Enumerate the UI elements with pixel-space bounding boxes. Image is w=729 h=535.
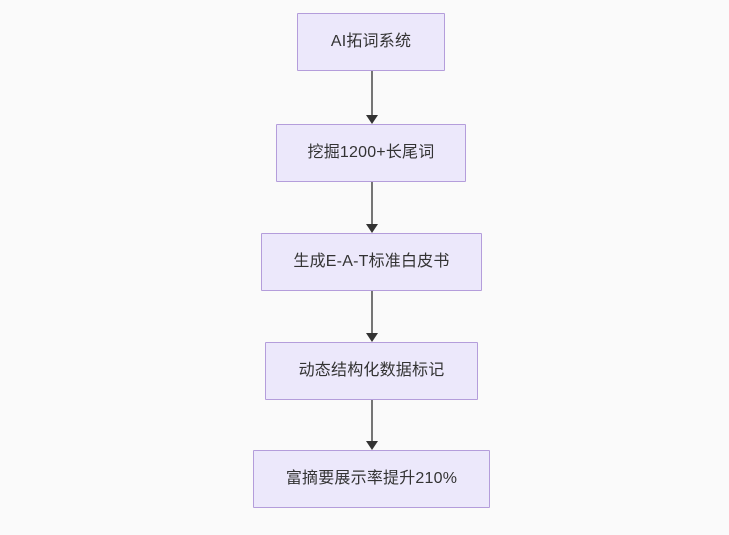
flow-node-label: 挖掘1200+长尾词	[307, 144, 435, 162]
arrowhead-down-icon	[366, 115, 378, 124]
arrowhead-down-icon	[366, 224, 378, 233]
flow-node-rich-snippet-uplift[interactable]: 富摘要展示率提升210%	[253, 450, 490, 508]
arrowhead-down-icon	[366, 441, 378, 450]
edge-line	[371, 400, 373, 442]
flow-node-ai-keyword-system[interactable]: AI拓词系统	[297, 13, 445, 71]
flow-node-generate-eat-whitepaper[interactable]: 生成E-A-T标准白皮书	[261, 233, 482, 291]
flow-node-label: 生成E-A-T标准白皮书	[293, 253, 450, 271]
edge-line	[371, 182, 373, 225]
flow-node-label: 富摘要展示率提升210%	[285, 470, 458, 488]
edge-line	[371, 291, 373, 334]
arrowhead-down-icon	[366, 333, 378, 342]
flow-node-label: 动态结构化数据标记	[298, 362, 445, 380]
edge-line	[371, 71, 373, 116]
flow-edge-1	[362, 71, 382, 124]
flow-node-label: AI拓词系统	[330, 33, 412, 51]
flow-edge-3	[362, 291, 382, 342]
flow-node-dynamic-structured-data[interactable]: 动态结构化数据标记	[265, 342, 478, 400]
flow-node-mine-longtail-keywords[interactable]: 挖掘1200+长尾词	[276, 124, 466, 182]
flow-edge-4	[362, 400, 382, 450]
flow-edge-2	[362, 182, 382, 233]
